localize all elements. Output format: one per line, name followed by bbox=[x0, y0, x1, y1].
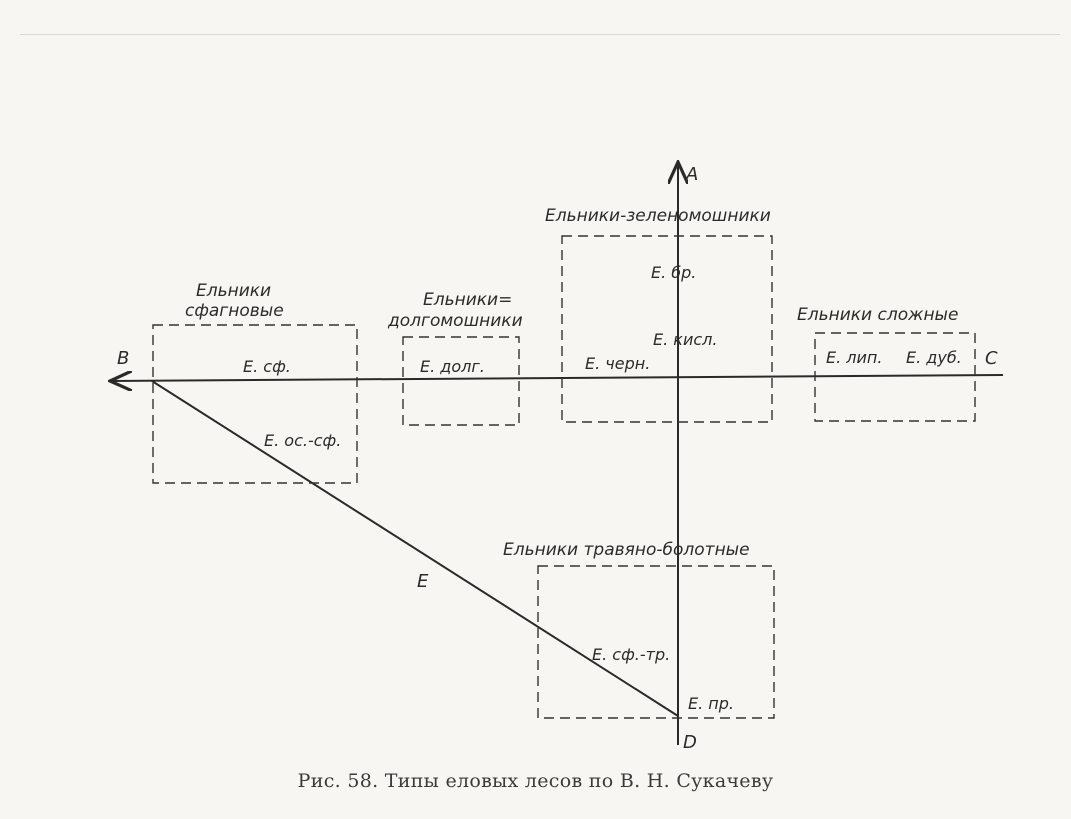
box-zelenomoshniki bbox=[561, 235, 773, 423]
type-sf: Е. сф. bbox=[243, 357, 291, 376]
axis-label-top: A bbox=[685, 164, 698, 185]
diagonal-axis bbox=[151, 380, 679, 717]
box-dolgomoshniki bbox=[402, 336, 520, 426]
type-chern: Е. черн. bbox=[585, 354, 650, 373]
type-lip: Е. лип. bbox=[826, 348, 882, 367]
group-title-dolgomoshniki-line2: долгомошники bbox=[387, 311, 523, 331]
group-title-dolgomoshniki-line1: Ельники= bbox=[423, 290, 512, 310]
axis-label-diagonal: E bbox=[417, 571, 429, 592]
group-title-sfagnovye-line2: сфагновые bbox=[185, 301, 284, 321]
group-title-travyano-bolotnye: Ельники травяно-болотные bbox=[503, 540, 750, 560]
type-dolg: Е. долг. bbox=[420, 357, 485, 376]
type-pr: Е. пр. bbox=[688, 694, 734, 713]
axis-label-left: B bbox=[117, 348, 129, 369]
horizontal-axis bbox=[112, 375, 1004, 381]
axis-label-bottom: D bbox=[683, 732, 697, 753]
type-os-sf: Е. ос.-сф. bbox=[264, 431, 341, 450]
group-title-zelenomoshniki: Ельники-зеленомошники bbox=[545, 206, 771, 226]
page-edge-line bbox=[20, 34, 1060, 35]
type-sf-tr: Е. сф.-тр. bbox=[592, 645, 670, 664]
group-title-slozhnye: Ельники сложные bbox=[797, 305, 958, 325]
box-slozhnye bbox=[814, 332, 976, 422]
axis-label-right: C bbox=[985, 348, 998, 369]
type-dub: Е. дуб. bbox=[906, 348, 962, 367]
box-sfagnovye bbox=[152, 324, 358, 484]
type-kisl: Е. кисл. bbox=[653, 330, 717, 349]
figure-caption: Рис. 58. Типы еловых лесов по В. Н. Сука… bbox=[297, 770, 774, 792]
box-travyano-bolotnye bbox=[537, 565, 775, 719]
type-br: Е. бр. bbox=[651, 263, 696, 282]
group-title-sfagnovye-line1: Ельники bbox=[196, 281, 271, 301]
